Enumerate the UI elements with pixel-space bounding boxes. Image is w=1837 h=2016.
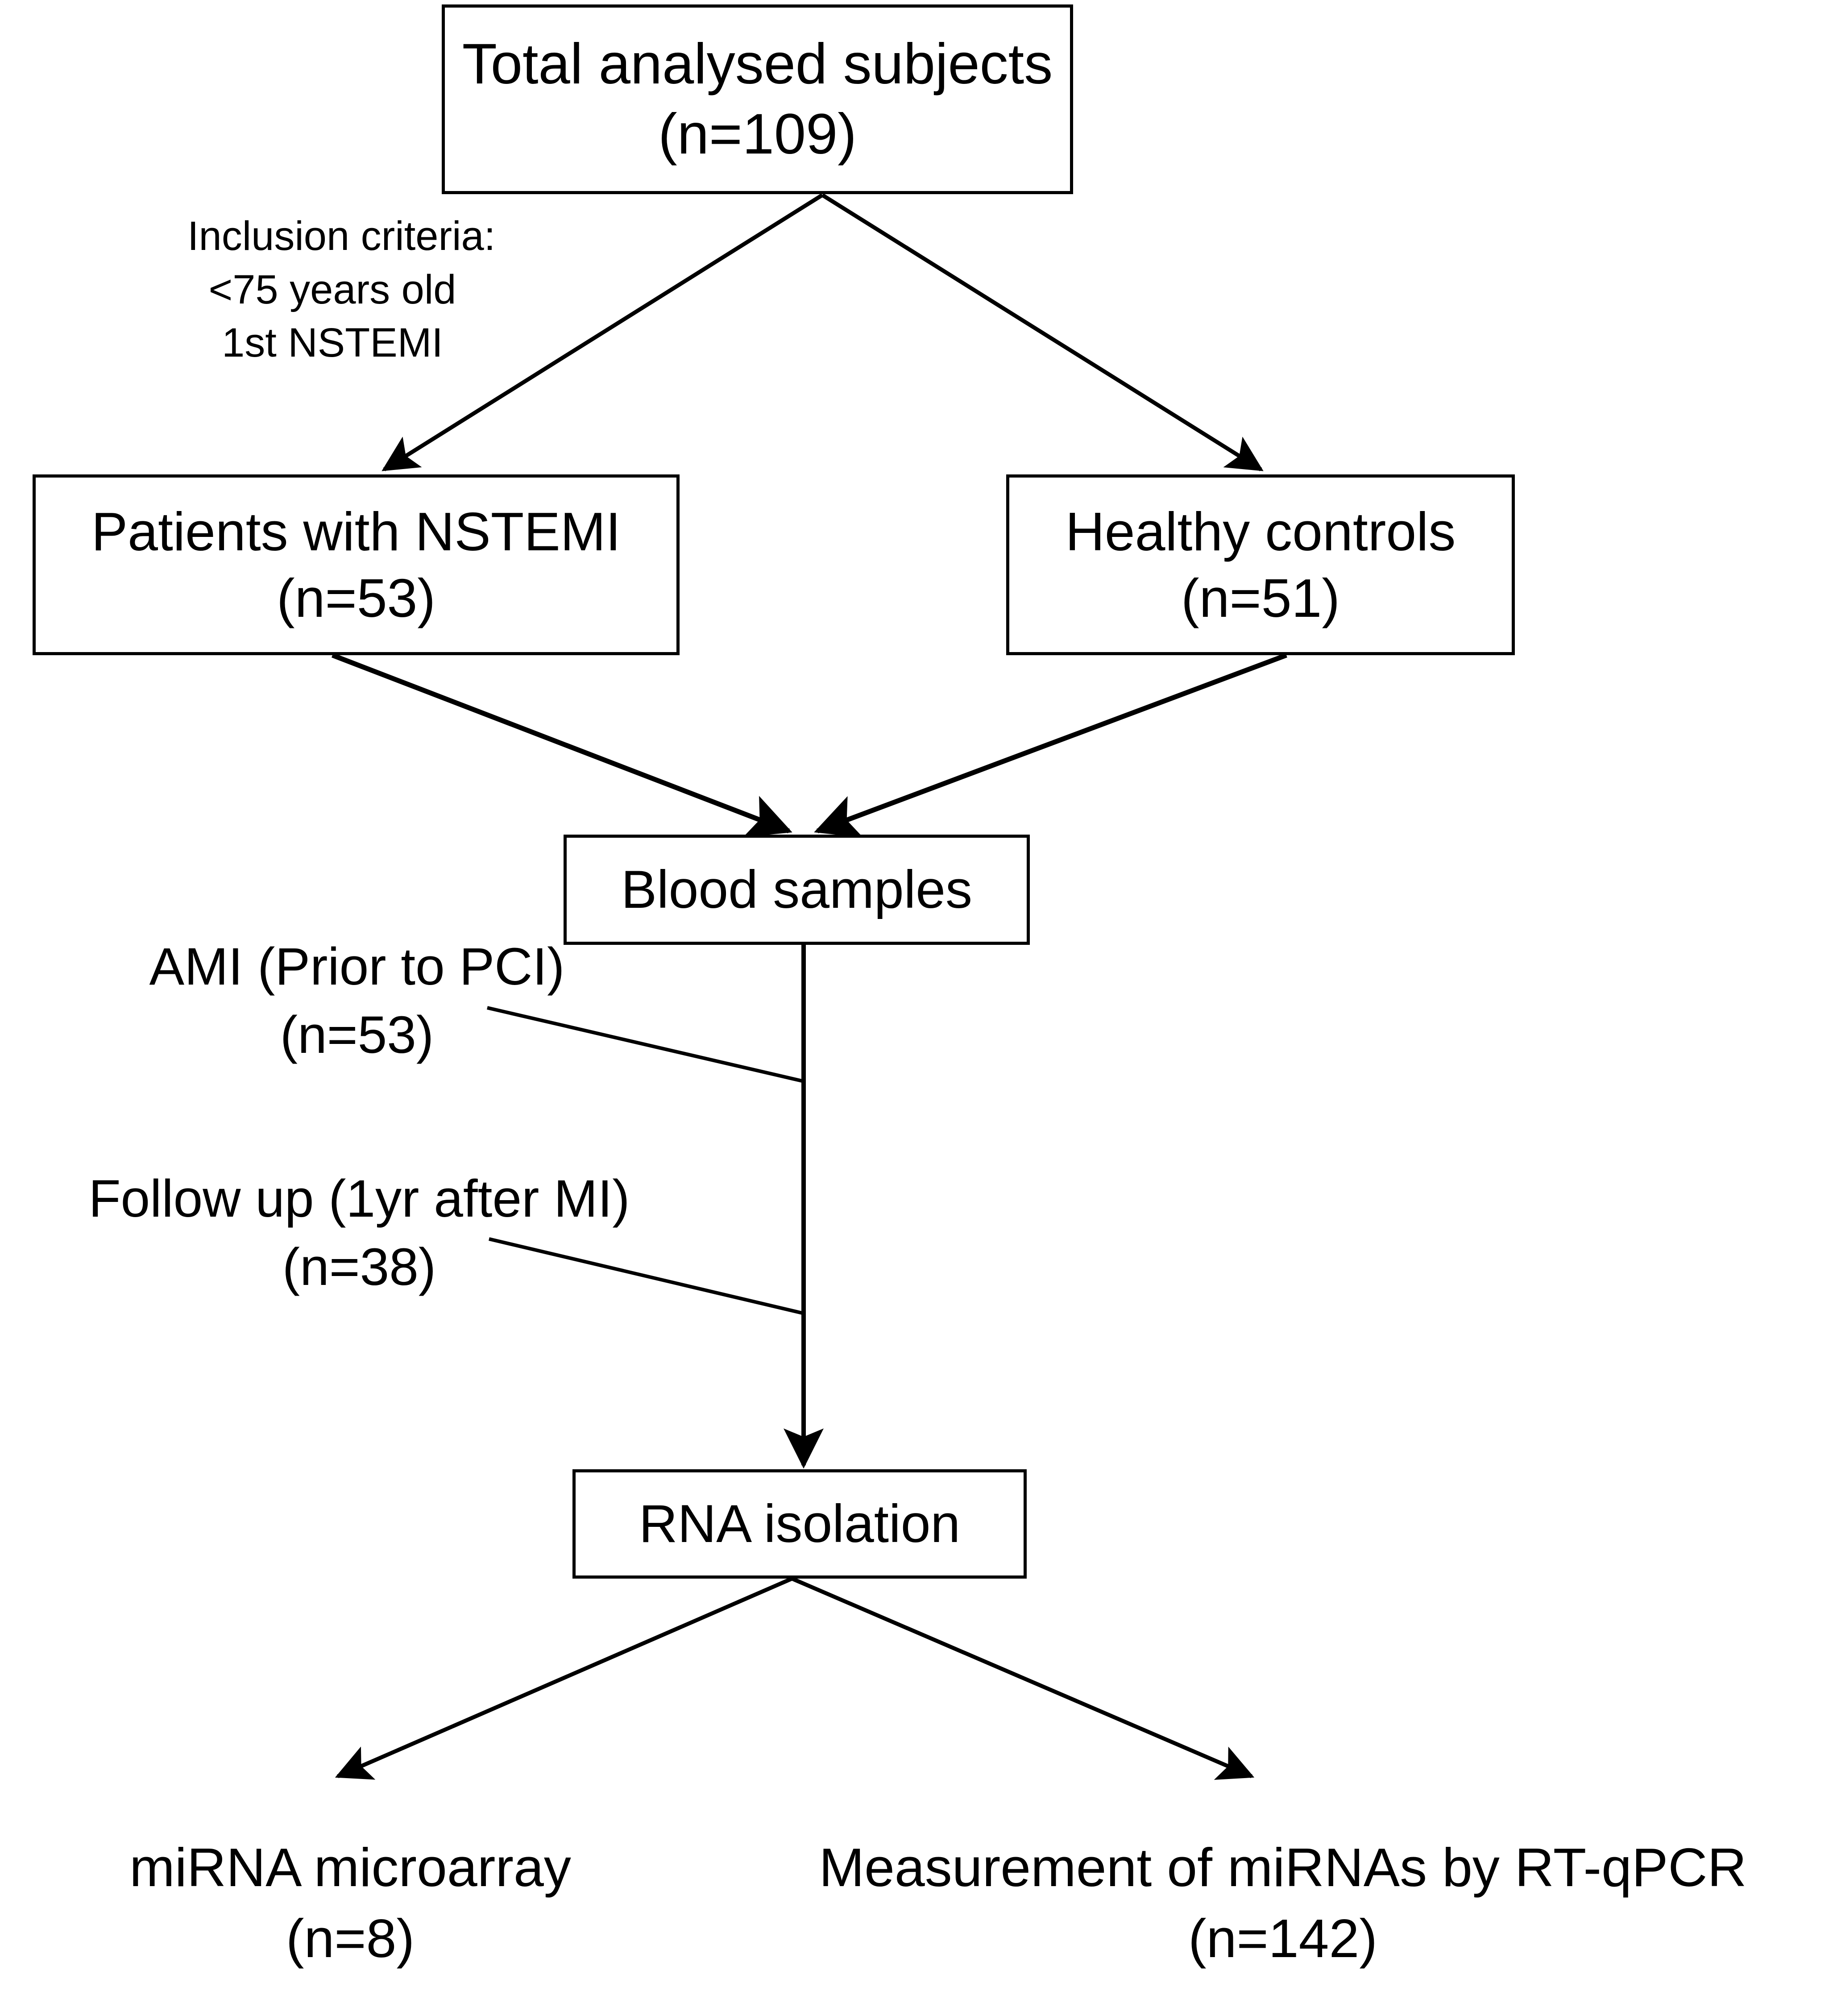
label-followup-count: (n=38) [282,1238,436,1297]
edge-rna-to-microarray [335,1576,793,1780]
node-total-label: Total analysed subjects [462,32,1053,96]
node-rna-label: RNA isolation [639,1494,961,1554]
edge-rna-to-rtqpcr [791,1576,1255,1780]
label-ami-text: AMI (Prior to PCI) [149,937,565,996]
label-inclusion-age: <75 years old [208,266,456,312]
node-patients-label: Patients with NSTEMI [91,501,621,562]
label-inclusion-criteria: Inclusion criteria: <75 years old 1st NS… [187,210,496,370]
label-rtqpcr-text: Measurement of miRNAs by RT-qPCR [819,1837,1747,1898]
node-controls-count: (n=51) [1181,567,1340,628]
label-inclusion-event: 1st NSTEMI [222,320,443,366]
node-total-count: (n=109) [658,102,857,166]
label-inclusion-heading: Inclusion criteria: [187,213,496,259]
edge-total-to-controls [821,193,1264,471]
node-blood-samples[interactable]: Blood samples [564,835,1030,945]
node-blood-label: Blood samples [621,860,973,920]
label-followup-text: Follow up (1yr after MI) [88,1169,630,1228]
node-healthy-controls[interactable]: Healthy controls (n=51) [1006,474,1515,655]
label-follow-up-1yr-after-mi: Follow up (1yr after MI) (n=38) [22,1165,696,1302]
node-patients-with-nstemi[interactable]: Patients with NSTEMI (n=53) [33,474,680,655]
edge-controls-to-blood [814,653,1287,838]
node-total-analysed-subjects[interactable]: Total analysed subjects (n=109) [442,4,1073,194]
label-microarray-count: (n=8) [286,1908,415,1969]
label-mirna-microarray: miRNA microarray (n=8) [58,1832,643,1974]
label-measurement-of-mirnas-by-rt-qpcr: Measurement of miRNAs by RT-qPCR (n=142) [750,1832,1816,1974]
label-ami-prior-to-pci: AMI (Prior to PCI) (n=53) [94,933,620,1070]
node-rna-isolation[interactable]: RNA isolation [572,1469,1027,1579]
label-microarray-text: miRNA microarray [129,1837,571,1898]
label-rtqpcr-count: (n=142) [1188,1908,1377,1969]
label-ami-count: (n=53) [280,1006,434,1065]
node-controls-label: Healthy controls [1065,501,1456,562]
edge-patients-to-blood [332,653,792,837]
node-patients-count: (n=53) [276,567,436,628]
